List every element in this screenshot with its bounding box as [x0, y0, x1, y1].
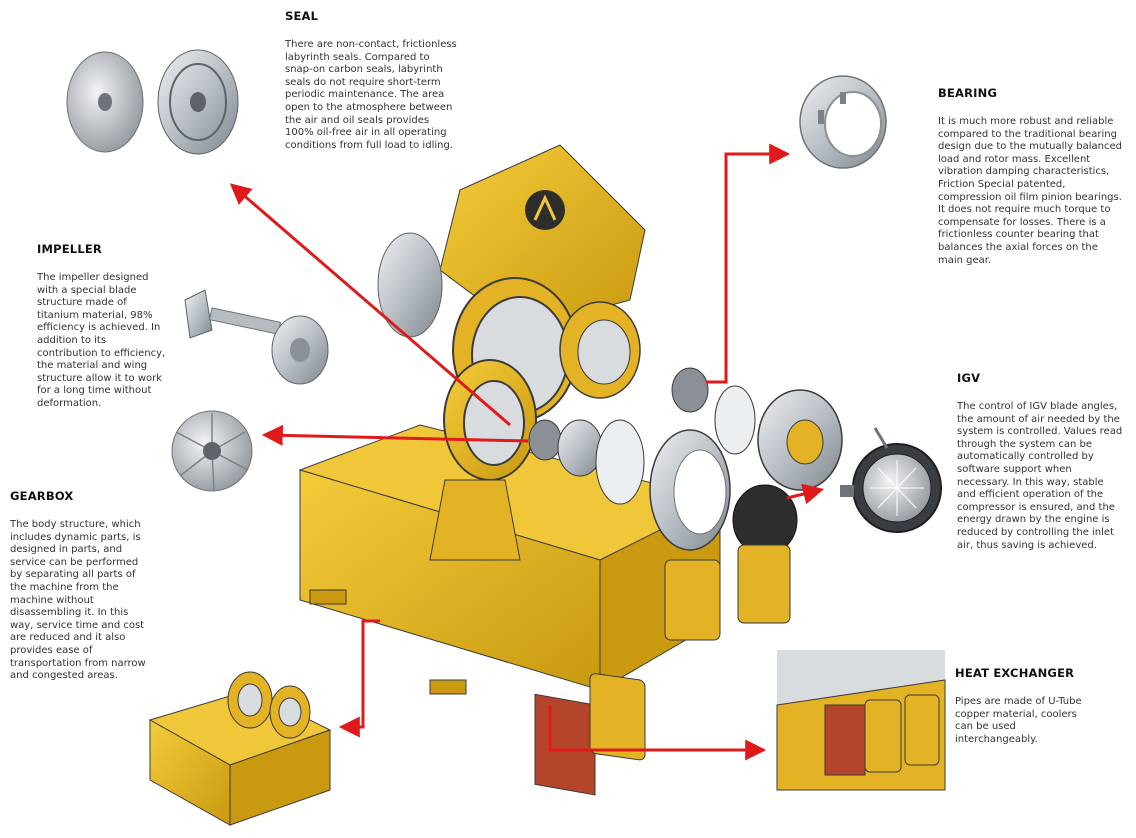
- pinion-assembly-illustration: [528, 367, 731, 551]
- gear-support-illustration: [429, 359, 537, 561]
- volute-assembly-illustration: [714, 385, 843, 556]
- bearing-pointer-arrow: [706, 143, 791, 384]
- gearbox-description: The body structure, which includes dynam…: [10, 519, 146, 682]
- igv-device-illustration: [840, 427, 942, 533]
- gearbox-label: GEARBOX The body structure, which includ…: [10, 489, 150, 683]
- bearing-label: BEARING It is much more robust and relia…: [938, 86, 1126, 267]
- bearing-illustration: [799, 75, 887, 169]
- bearing-description: It is much more robust and reliable comp…: [938, 116, 1123, 266]
- gearbox-pointer-arrow: [338, 619, 380, 738]
- igv-title: IGV: [957, 371, 981, 385]
- seal-description: There are non-contact, frictionless laby…: [285, 39, 457, 151]
- igv-pointer-arrow: [786, 483, 825, 505]
- gearbox-base-illustration: [148, 671, 332, 826]
- seal-title: SEAL: [285, 9, 319, 23]
- impeller-shaft-illustration: [184, 289, 329, 385]
- heat-exchanger-label: HEAT EXCHANGER Pipes are made of U-Tube …: [955, 666, 1095, 746]
- impeller-description: The impeller designed with a special bla…: [37, 272, 166, 409]
- seal-parts-illustration: [66, 49, 239, 155]
- impeller-pointer-arrow: [261, 424, 529, 446]
- heat-exchanger-title: HEAT EXCHANGER: [955, 666, 1075, 680]
- impeller-wheel-illustration: [171, 410, 253, 492]
- heat-exchanger-pointer-arrow: [548, 705, 767, 761]
- heat-exchanger-detail-illustration: [776, 650, 946, 791]
- bearing-title: BEARING: [938, 86, 998, 100]
- impeller-title: IMPELLER: [37, 242, 102, 256]
- gearbox-title: GEARBOX: [10, 489, 74, 503]
- seal-pointer-arrow: [229, 183, 511, 427]
- pointer-arrows: [229, 143, 825, 761]
- igv-description: The control of IGV blade angles, the amo…: [957, 401, 1123, 551]
- impeller-label: IMPELLER The impeller designed with a sp…: [37, 242, 167, 411]
- heat-exchanger-description: Pipes are made of U-Tube copper material…: [955, 696, 1082, 745]
- igv-label: IGV The control of IGV blade angles, the…: [957, 371, 1123, 552]
- seal-label: SEAL There are non-contact, frictionless…: [285, 9, 460, 152]
